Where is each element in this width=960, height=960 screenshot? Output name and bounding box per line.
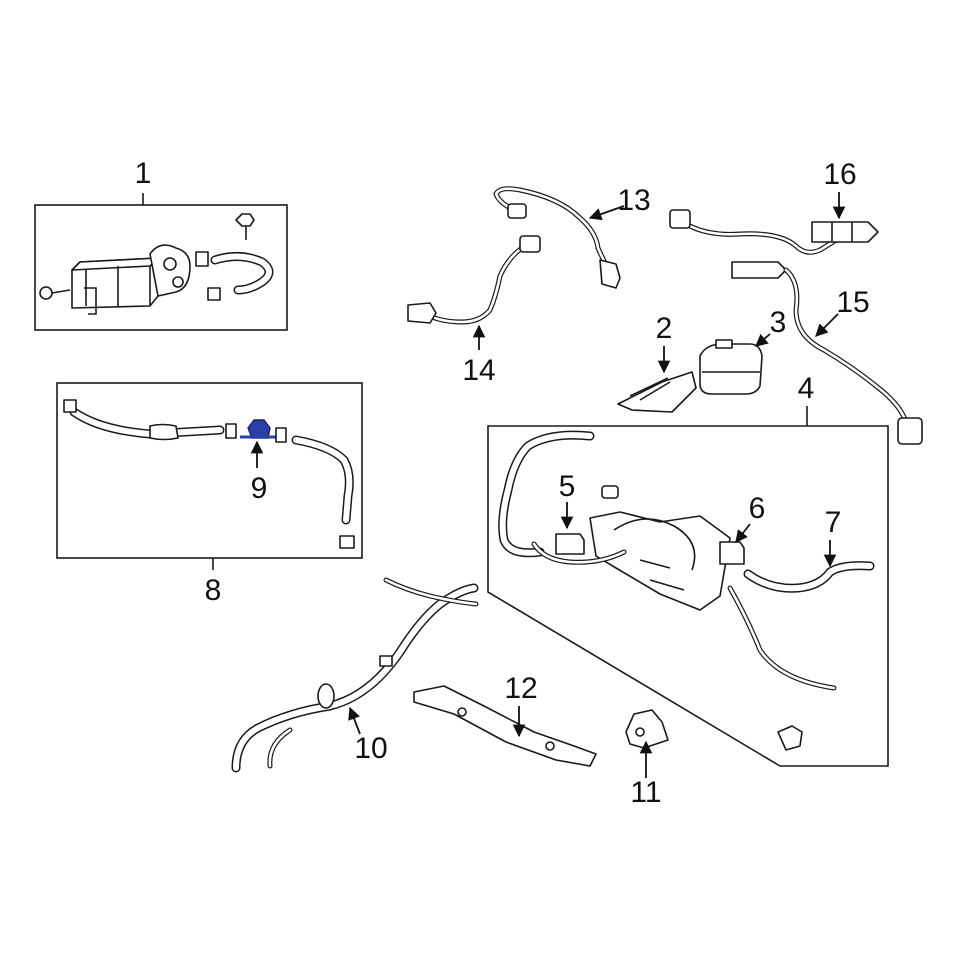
hose-harness-10[interactable] (231, 577, 479, 773)
vsv-valve-6[interactable] (719, 541, 745, 565)
bracket-11[interactable] (625, 709, 669, 749)
harness-clamp (317, 683, 335, 709)
callout-15: 15 (836, 286, 869, 319)
callout-8: 8 (205, 574, 222, 607)
callout-9: 9 (251, 472, 268, 505)
vent-hose-assembly[interactable] (56, 382, 363, 570)
callout-7: 7 (825, 506, 842, 539)
callout-12: 12 (504, 672, 537, 705)
clamp-icon-left (63, 399, 77, 413)
canister-assembly[interactable] (34, 193, 288, 331)
vsv-valve-icon[interactable] (247, 419, 271, 439)
sensor-16-probe (811, 221, 879, 243)
sensor-13-connector (507, 203, 527, 219)
callout-16: 16 (823, 158, 856, 191)
arrow-6 (735, 523, 751, 543)
callout-arrows (250, 192, 846, 778)
sensor-15-probe (731, 261, 787, 279)
callout-3: 3 (770, 306, 787, 339)
sensor-14-connector (519, 235, 541, 253)
vsv-valve-5[interactable] (555, 533, 585, 555)
arrow-13 (588, 205, 625, 221)
hose-clip (777, 725, 803, 751)
callout-14: 14 (462, 354, 495, 387)
arrow-15 (815, 313, 839, 337)
vacuum-switching-valve-3[interactable] (699, 339, 763, 395)
callout-5: 5 (559, 470, 576, 503)
bolt-top-icon (235, 213, 255, 227)
clamp-icon-bottom (339, 535, 355, 549)
callout-labels: 1 2 3 4 5 6 7 8 9 10 11 12 13 14 15 16 (135, 157, 870, 809)
arrow-10 (348, 706, 361, 735)
hose-box-frame (56, 382, 363, 559)
callout-10: 10 (354, 732, 387, 765)
sensor-16-connector (669, 209, 691, 229)
callout-13: 13 (617, 184, 650, 217)
callout-6: 6 (749, 492, 766, 525)
callout-2: 2 (656, 312, 673, 345)
callout-4: 4 (798, 372, 815, 405)
callout-1: 1 (135, 157, 152, 190)
arrow-3 (755, 333, 771, 347)
callout-11: 11 (630, 776, 661, 809)
bracket-12[interactable] (413, 685, 597, 767)
vsv-box-frame (487, 425, 889, 767)
clamp-icon (195, 251, 209, 267)
oxygen-sensor-14[interactable] (407, 235, 541, 325)
oxygen-sensor-13[interactable] (493, 186, 621, 289)
bolt-icon (39, 286, 53, 300)
heat-shield-2[interactable] (617, 371, 697, 413)
clamp-icon-2 (207, 287, 221, 301)
oxygen-sensor-16[interactable] (669, 209, 879, 255)
vsv-assembly-box[interactable] (487, 406, 889, 767)
vsv-bracket (589, 511, 731, 611)
highlighted-valve-9[interactable] (240, 419, 278, 439)
canister-bracket (84, 287, 97, 315)
canister-box-frame (34, 204, 288, 331)
oxygen-sensor-15[interactable] (731, 261, 923, 445)
sensor-13-probe (599, 259, 621, 289)
sensor-14-probe (407, 302, 437, 324)
sensor-15-connector (897, 417, 923, 445)
